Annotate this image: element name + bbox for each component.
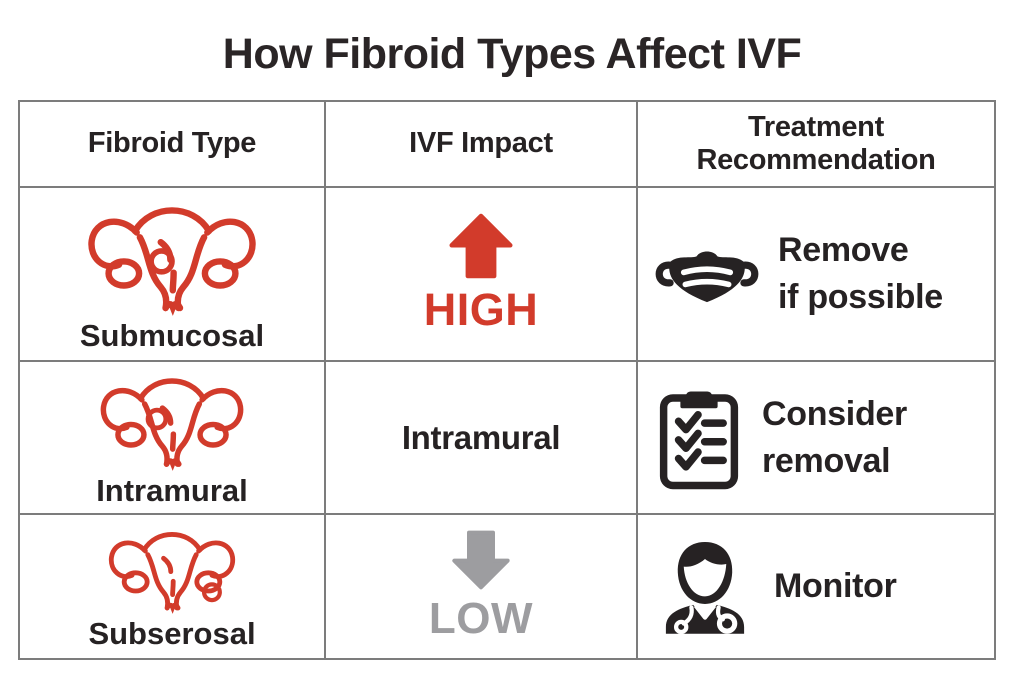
- treatment-label: Remove if possible: [778, 227, 943, 321]
- header-label: IVF Impact: [409, 127, 553, 160]
- uterus-subserosal-icon: [88, 522, 256, 614]
- cell-subserosal-impact: LOW: [326, 515, 638, 658]
- uterus-intramural-icon: [93, 367, 251, 471]
- cell-subserosal-treatment: Monitor: [638, 515, 994, 658]
- cell-intramural-treatment: Consider removal: [638, 362, 994, 515]
- cell-intramural-impact: Intramural: [326, 362, 638, 515]
- fibroid-type-label: Intramural: [96, 472, 248, 508]
- cell-submucosal-impact: HIGH: [326, 188, 638, 362]
- header-ivf-impact: IVF Impact: [326, 102, 638, 188]
- treatment-label: Monitor: [774, 563, 897, 610]
- cell-submucosal-treatment: Remove if possible: [638, 188, 994, 362]
- treatment-label: Consider removal: [762, 391, 907, 485]
- impact-label: HIGH: [423, 283, 539, 335]
- cell-submucosal-type: Submucosal: [20, 188, 326, 362]
- fibroid-type-label: Submucosal: [79, 318, 265, 353]
- impact-label: Intramural: [401, 418, 561, 456]
- uterus-submucosal-icon: [82, 194, 262, 316]
- cell-subserosal-type: Subserosal: [20, 515, 326, 658]
- cell-intramural-type: Intramural: [20, 362, 326, 515]
- treatment-line: Consider: [762, 394, 907, 433]
- treatment-line: if possible: [778, 278, 943, 316]
- impact-label: LOW: [428, 593, 534, 643]
- header-label: Fibroid Type: [87, 127, 257, 160]
- arrow-up-icon: [442, 213, 520, 279]
- checklist-clipboard-icon: [659, 390, 739, 489]
- header-label: Treatment Recommendation: [696, 110, 936, 176]
- arrow-down-icon: [452, 530, 510, 589]
- treatment-line: Monitor: [774, 567, 897, 606]
- face-mask-icon: [655, 251, 759, 303]
- doctor-icon: [665, 541, 745, 634]
- header-fibroid-type: Fibroid Type: [20, 102, 326, 188]
- fibroid-ivf-table: Fibroid Type IVF Impact Treatment Recomm…: [18, 100, 996, 660]
- page-title: How Fibroid Types Affect IVF: [222, 30, 802, 78]
- header-treatment-recommendation: Treatment Recommendation: [638, 102, 994, 188]
- fibroid-type-label: Subserosal: [88, 615, 256, 651]
- treatment-line: Remove: [778, 231, 909, 270]
- treatment-line: removal: [762, 441, 891, 480]
